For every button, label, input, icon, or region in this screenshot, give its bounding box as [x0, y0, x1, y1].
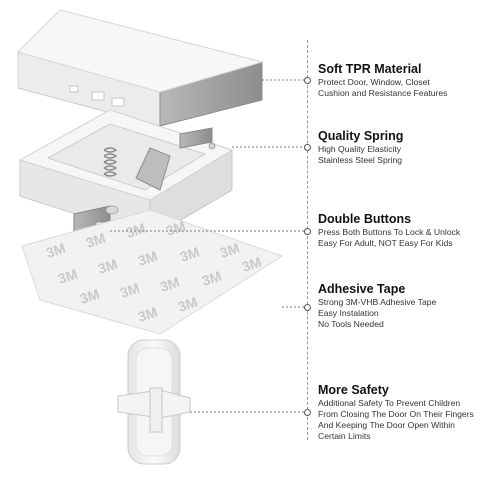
tape-print-mark: 3M [84, 230, 107, 251]
feature-line: Easy For Adult, NOT Easy For Kids [318, 238, 453, 248]
feature-double-buttons: Double Buttons Press Both Buttons To Loc… [318, 212, 498, 249]
timeline-bullet-icon [304, 228, 311, 235]
timeline-rule [307, 40, 308, 440]
timeline-bullet-icon [304, 409, 311, 416]
feature-line: Stainless Steel Spring [318, 155, 403, 165]
spring-icon [18, 109, 234, 239]
feature-soft-tpr-material: Soft TPR Material Protect Door, Window, … [318, 62, 498, 99]
tape-print-mark: 3M [178, 244, 201, 265]
tape-print-mark: 3M [136, 248, 159, 269]
feature-title: Double Buttons [318, 212, 412, 226]
feature-title: Quality Spring [318, 129, 404, 143]
feature-line: Strong 3M-VHB Adhesive Tape [318, 297, 437, 307]
tape-print-mark: 3M [218, 240, 241, 261]
feature-line: Press Both Buttons To Lock & Unlock [318, 227, 461, 237]
tape-print-mark: 3M [118, 280, 141, 301]
door-stopper-icon [117, 339, 191, 465]
tape-print-mark: 3M [78, 286, 101, 307]
tape-print-mark: 3M [56, 266, 79, 287]
feature-line: Additional Safety To Prevent Children [318, 398, 461, 408]
timeline-bullet-icon [304, 77, 311, 84]
tape-print-mark: 3M [136, 304, 159, 325]
feature-line: Protect Door, Window, Closet [318, 77, 430, 87]
tape-print-mark: 3M [240, 254, 263, 275]
feature-line: Easy Instalation [318, 308, 379, 318]
feature-line: Cushion and Resistance Features [318, 88, 448, 98]
tape-print-mark: 3M [200, 268, 223, 289]
feature-title: More Safety [318, 383, 389, 397]
tape-print-mark: 3M [176, 294, 199, 315]
feature-line: Certain Limits [318, 431, 371, 441]
feature-line: And Keeping The Door Open Within [318, 420, 455, 430]
feature-title: Soft TPR Material [318, 62, 422, 76]
feature-adhesive-tape: Adhesive Tape Strong 3M-VHB Adhesive Tap… [318, 282, 498, 330]
tape-print-mark: 3M [96, 256, 119, 277]
tape-print-mark: 3M [44, 240, 67, 261]
feature-more-safety: More Safety Additional Safety To Prevent… [318, 383, 498, 442]
feature-line: High Quality Elasticity [318, 144, 402, 154]
feature-line: From Closing The Door On Their Fingers [318, 409, 474, 419]
feature-title: Adhesive Tape [318, 282, 406, 296]
feature-quality-spring: Quality Spring High Quality Elasticity S… [318, 129, 498, 166]
tape-print-mark: 3M [124, 220, 147, 241]
tape-print-mark: 3M [164, 218, 187, 239]
timeline-bullet-icon [304, 144, 311, 151]
timeline-bullet-icon [304, 304, 311, 311]
cover-plate-icon [17, 9, 264, 127]
feature-line: No Tools Needed [318, 319, 384, 329]
tape-print-mark: 3M [158, 274, 181, 295]
